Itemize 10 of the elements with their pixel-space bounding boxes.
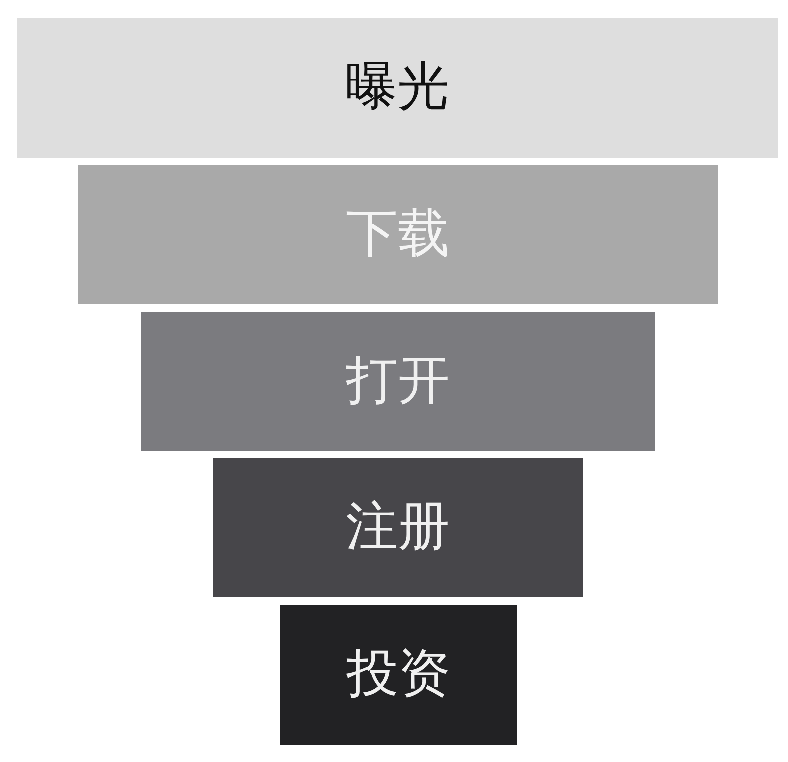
stage-label: 注册	[346, 498, 450, 556]
funnel-band	[78, 165, 718, 304]
funnel-band	[280, 605, 517, 745]
funnel-band	[213, 458, 583, 597]
stage-label: 下载	[346, 206, 450, 264]
funnel-band	[141, 312, 655, 451]
stage-label: 曝光	[346, 59, 450, 117]
stage-label: 打开	[346, 352, 450, 410]
stage-label: 投资	[346, 646, 450, 704]
funnel-band	[17, 18, 778, 158]
